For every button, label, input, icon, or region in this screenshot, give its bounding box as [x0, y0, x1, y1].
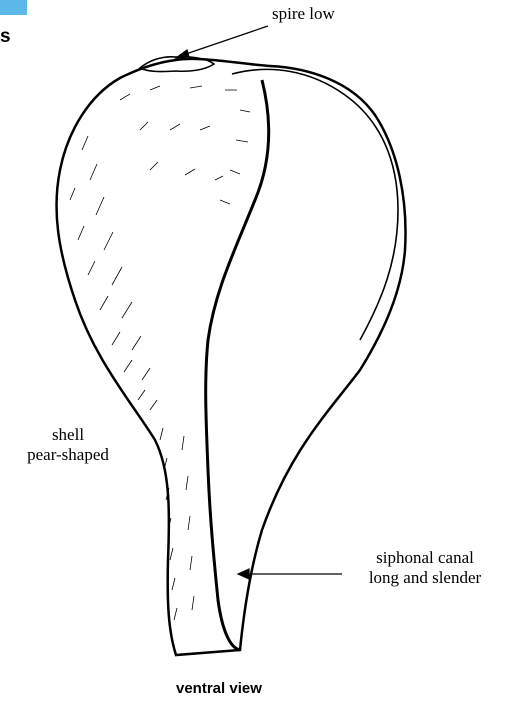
label-canal-line1: siphonal canal	[350, 548, 500, 568]
label-shell-line2: pear-shaped	[23, 445, 113, 465]
leader-spire	[176, 26, 268, 58]
outer-lip	[232, 69, 398, 340]
caption: ventral view	[176, 680, 262, 697]
label-canal-line2: long and slender	[350, 568, 500, 588]
label-spire: spire low	[272, 4, 335, 24]
label-shell-line1: shell	[23, 425, 113, 445]
shell-hatching	[70, 86, 250, 620]
aperture-edge	[206, 80, 269, 650]
leader-canal	[238, 569, 342, 579]
